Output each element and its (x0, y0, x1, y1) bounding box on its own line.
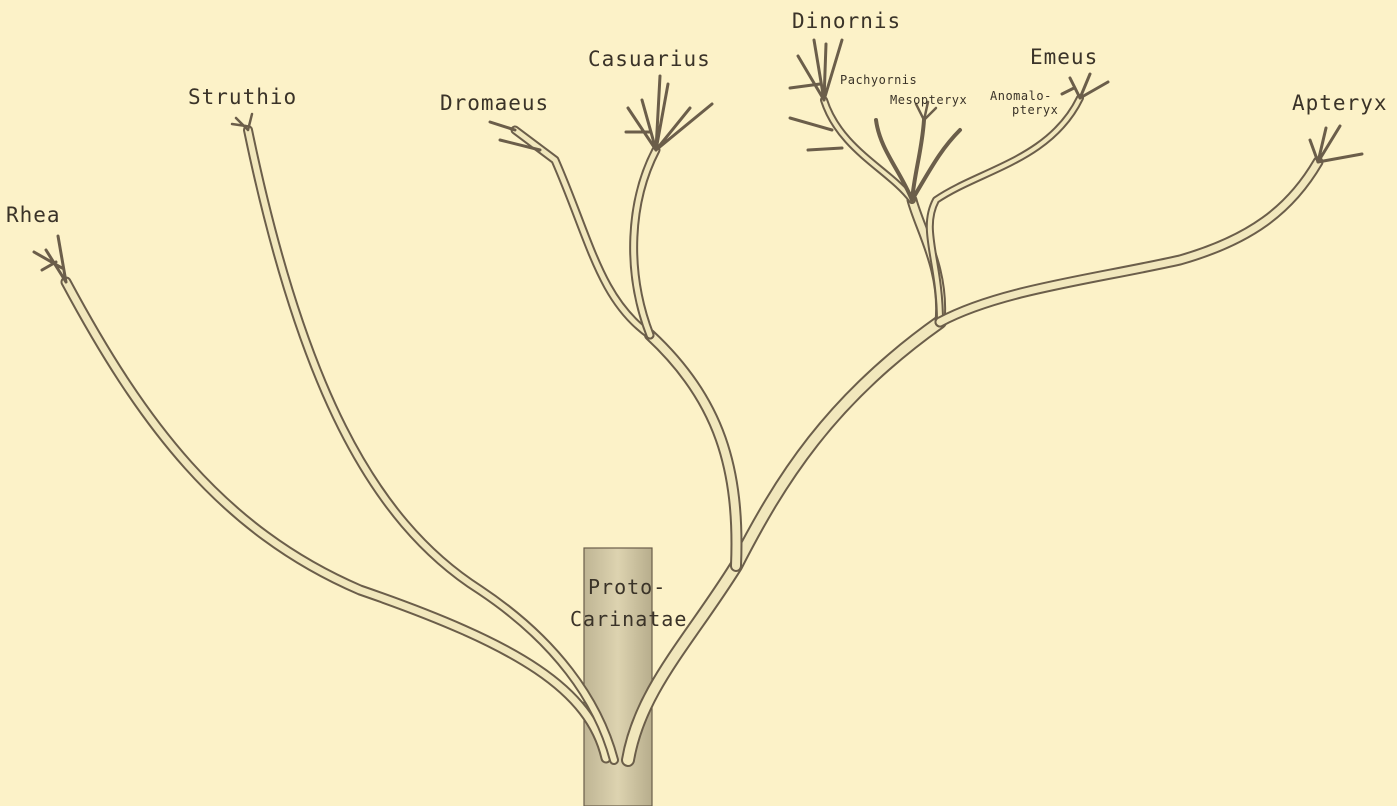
label-anomalopteryx-line1: Anomalo- (990, 89, 1052, 103)
label-dinornis: Dinornis (792, 9, 901, 33)
label-dromaeus: Dromaeus (440, 91, 549, 115)
label-stem-line1: Proto- (588, 575, 666, 599)
branch-struthio (232, 114, 614, 760)
label-anomalopteryx-line2: pteryx (1012, 103, 1058, 117)
label-rhea: Rhea (6, 203, 61, 227)
label-struthio: Struthio (188, 85, 297, 109)
label-casuarius: Casuarius (588, 47, 711, 71)
label-pachyornis: Pachyornis (840, 73, 917, 87)
branch-main-trunk (628, 322, 940, 760)
label-apteryx: Apteryx (1292, 91, 1388, 115)
label-emeus: Emeus (1030, 45, 1098, 69)
branch-apteryx (940, 126, 1362, 322)
branch-rhea (34, 236, 606, 758)
label-stem-line2: Carinatae (570, 607, 687, 631)
branch-dromaeus-casuarius (490, 76, 736, 566)
label-mesopteryx: Mesopteryx (890, 93, 967, 107)
